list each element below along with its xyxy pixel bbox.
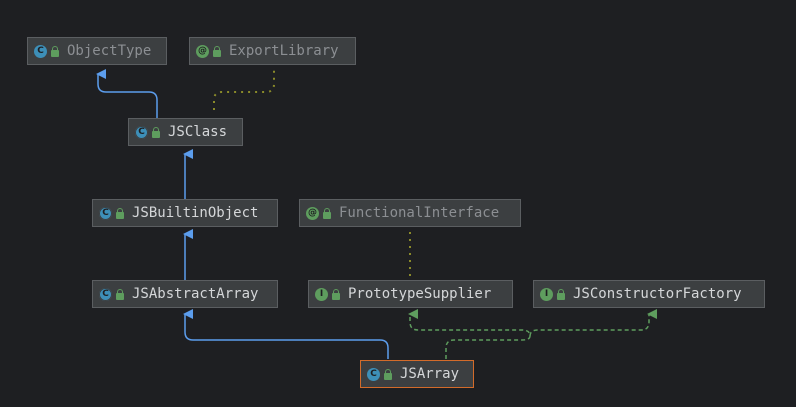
public-lock-icon xyxy=(384,368,392,380)
edge-jsarray-implements-jsconstructorfactory xyxy=(529,309,657,337)
annotation-icon: @ xyxy=(306,206,319,220)
abstract-class-icon: C xyxy=(135,125,148,139)
node-label: JSBuiltinObject xyxy=(132,205,259,221)
node-label: JSArray xyxy=(400,366,460,382)
node-jsbuiltinobject[interactable]: C JSBuiltinObject xyxy=(92,199,278,227)
abstract-class-icon: C xyxy=(99,287,112,301)
annotation-icon: @ xyxy=(196,44,209,58)
node-functionalinterface[interactable]: @ FunctionalInterface xyxy=(299,199,521,227)
abstract-class-icon: C xyxy=(99,206,112,220)
node-prototypesupplier[interactable]: I PrototypeSupplier xyxy=(308,280,513,308)
node-label: JSClass xyxy=(168,124,228,140)
interface-icon: I xyxy=(540,287,553,301)
public-lock-icon xyxy=(213,45,221,57)
edge-jsclass-extends-objecttype xyxy=(96,69,158,119)
public-lock-icon xyxy=(116,207,124,219)
edge-jsarray-implements-prototypesupplier xyxy=(408,309,531,359)
node-jsconstructorfactory[interactable]: I JSConstructorFactory xyxy=(533,280,765,308)
node-label: ObjectType xyxy=(67,43,152,59)
node-exportlibrary[interactable]: @ ExportLibrary xyxy=(189,37,356,65)
public-lock-icon xyxy=(152,126,160,138)
public-lock-icon xyxy=(557,288,565,300)
final-class-icon: C xyxy=(367,367,380,381)
class-icon: C xyxy=(34,44,47,58)
node-jsclass[interactable]: C JSClass xyxy=(128,118,243,146)
node-label: PrototypeSupplier xyxy=(348,286,492,302)
public-lock-icon xyxy=(116,288,124,300)
node-label: ExportLibrary xyxy=(229,43,339,59)
node-jsarray[interactable]: C JSArray xyxy=(360,360,474,388)
node-label: JSConstructorFactory xyxy=(573,286,742,302)
node-label: FunctionalInterface xyxy=(339,205,500,221)
public-lock-icon xyxy=(51,45,59,57)
interface-icon: I xyxy=(315,287,328,301)
public-lock-icon xyxy=(323,207,331,219)
edge-jsarray-extends-jsabstractarray xyxy=(183,309,389,359)
node-objecttype[interactable]: C ObjectType xyxy=(27,37,167,65)
edge-jsclass-annotated-exportlibrary xyxy=(213,70,275,110)
node-label: JSAbstractArray xyxy=(132,286,259,302)
node-jsabstractarray[interactable]: C JSAbstractArray xyxy=(92,280,278,308)
public-lock-icon xyxy=(332,288,340,300)
